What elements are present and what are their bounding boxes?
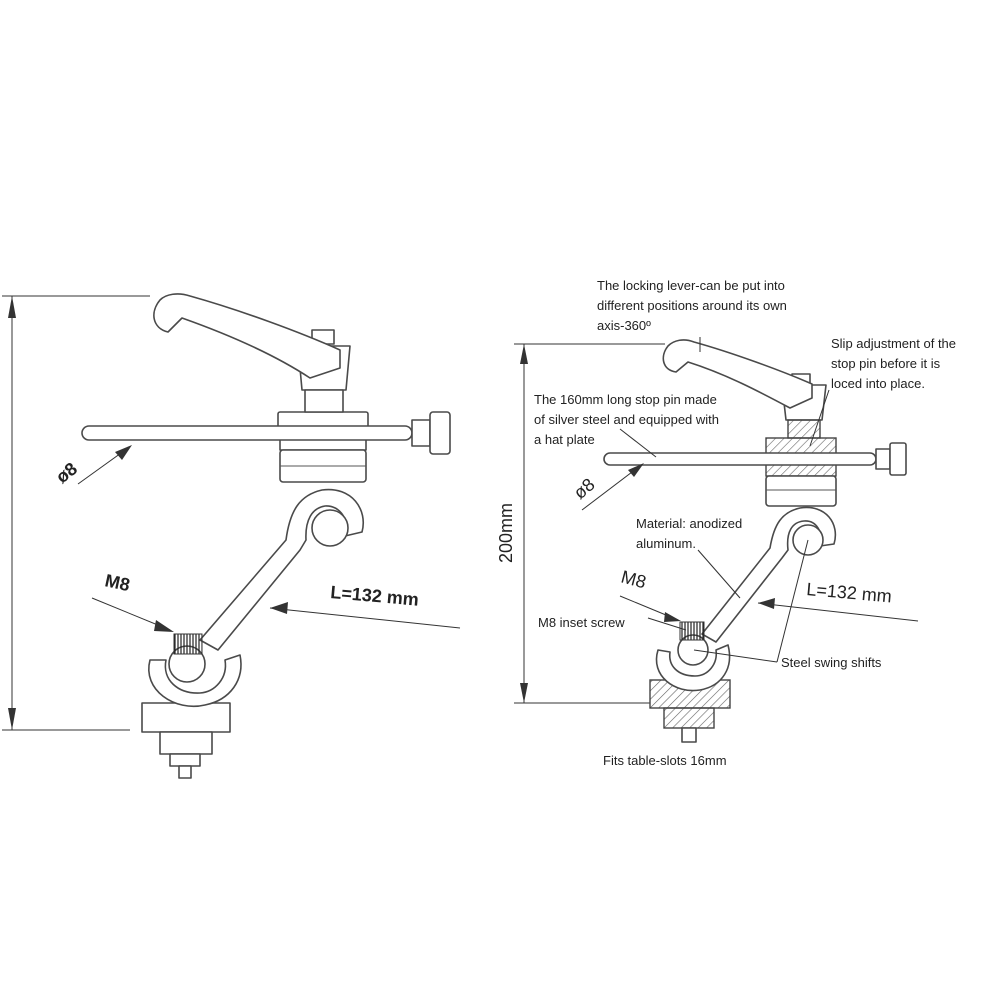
left-diameter-leader: ø8 <box>52 445 132 487</box>
note-locking-lever-line-3: axis-360º <box>597 318 651 333</box>
note-stop-pin-line-3: a hat plate <box>534 432 595 447</box>
left-m8-screw <box>173 633 203 655</box>
right-length-label: L=132 mm <box>806 579 893 606</box>
note-slip-adjustment-line-3: loced into place. <box>831 376 925 391</box>
left-stop-pin <box>81 411 451 455</box>
left-height-dimension <box>2 295 150 731</box>
right-m8-screw <box>679 621 705 641</box>
right-thread-label: M8 <box>619 567 648 593</box>
note-locking-lever-line-2: different positions around its own <box>597 298 787 313</box>
right-diameter-label: ø8 <box>570 474 599 503</box>
note-material-line-1: Material: anodized <box>636 516 742 531</box>
left-view: ø8 M8 L=132 mm <box>2 293 461 779</box>
right-locking-lever <box>662 339 827 439</box>
note-slip-adjustment-line-2: stop pin before it is <box>831 356 941 371</box>
note-slip-adjustment-line-1: Slip adjustment of the <box>831 336 956 351</box>
note-stop-pin-line-1: The 160mm long stop pin made <box>534 392 717 407</box>
left-clamp-housing <box>277 411 369 483</box>
right-diameter-leader: ø8 <box>570 463 644 511</box>
right-lower-hook <box>655 634 731 692</box>
left-lower-hook <box>148 645 242 708</box>
right-view: 200mm <box>496 278 956 768</box>
note-material-line-2: aluminum. <box>636 536 696 551</box>
left-diameter-label: ø8 <box>52 458 81 487</box>
left-thread-label: M8 <box>103 570 132 595</box>
left-thread-leader: M8 <box>91 570 174 632</box>
left-base-block <box>141 702 231 779</box>
right-length-leader: L=132 mm <box>757 579 919 622</box>
right-clamp-housing <box>765 437 837 507</box>
right-height-label: 200mm <box>496 503 516 563</box>
note-inset-screw: M8 inset screw <box>538 615 625 630</box>
left-length-leader: L=132 mm <box>269 582 461 629</box>
note-locking-lever-line-1: The locking lever-can be put into <box>597 278 785 293</box>
right-leader-lines <box>619 337 830 663</box>
left-swing-arm <box>199 488 364 651</box>
right-thread-leader: M8 <box>619 567 681 622</box>
note-table-slots: Fits table-slots 16mm <box>603 753 727 768</box>
left-length-label: L=132 mm <box>330 582 420 610</box>
right-height-dimension: 200mm <box>496 343 665 704</box>
left-locking-lever <box>153 293 351 413</box>
note-stop-pin-line-2: of silver steel and equipped with <box>534 412 719 427</box>
note-swing-shifts: Steel swing shifts <box>781 655 882 670</box>
right-stop-pin <box>603 442 907 476</box>
